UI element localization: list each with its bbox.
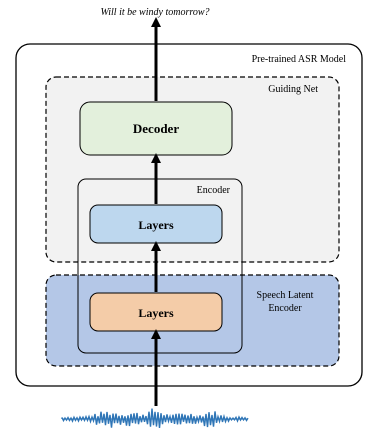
latent-layers-label: Layers [138,306,174,320]
decoder-label: Decoder [133,121,179,136]
encoder-label: Encoder [197,185,231,196]
output-transcription: Will it be windy tomorrow? [100,7,209,18]
speech-latent-encoder-label-line2: Encoder [268,303,302,314]
waveform-signal [61,408,249,428]
pretrained-asr-model-box [15,43,363,387]
encoder-box [77,178,243,354]
guiding-net-label: Guiding Net [268,84,318,95]
pretrained-asr-model-label: Pre-trained ASR Model [252,54,347,65]
encoder-layers-label: Layers [138,218,174,232]
speech-latent-encoder-label-line1: Speech Latent [257,290,314,301]
audio-waveform-icon [61,408,249,428]
